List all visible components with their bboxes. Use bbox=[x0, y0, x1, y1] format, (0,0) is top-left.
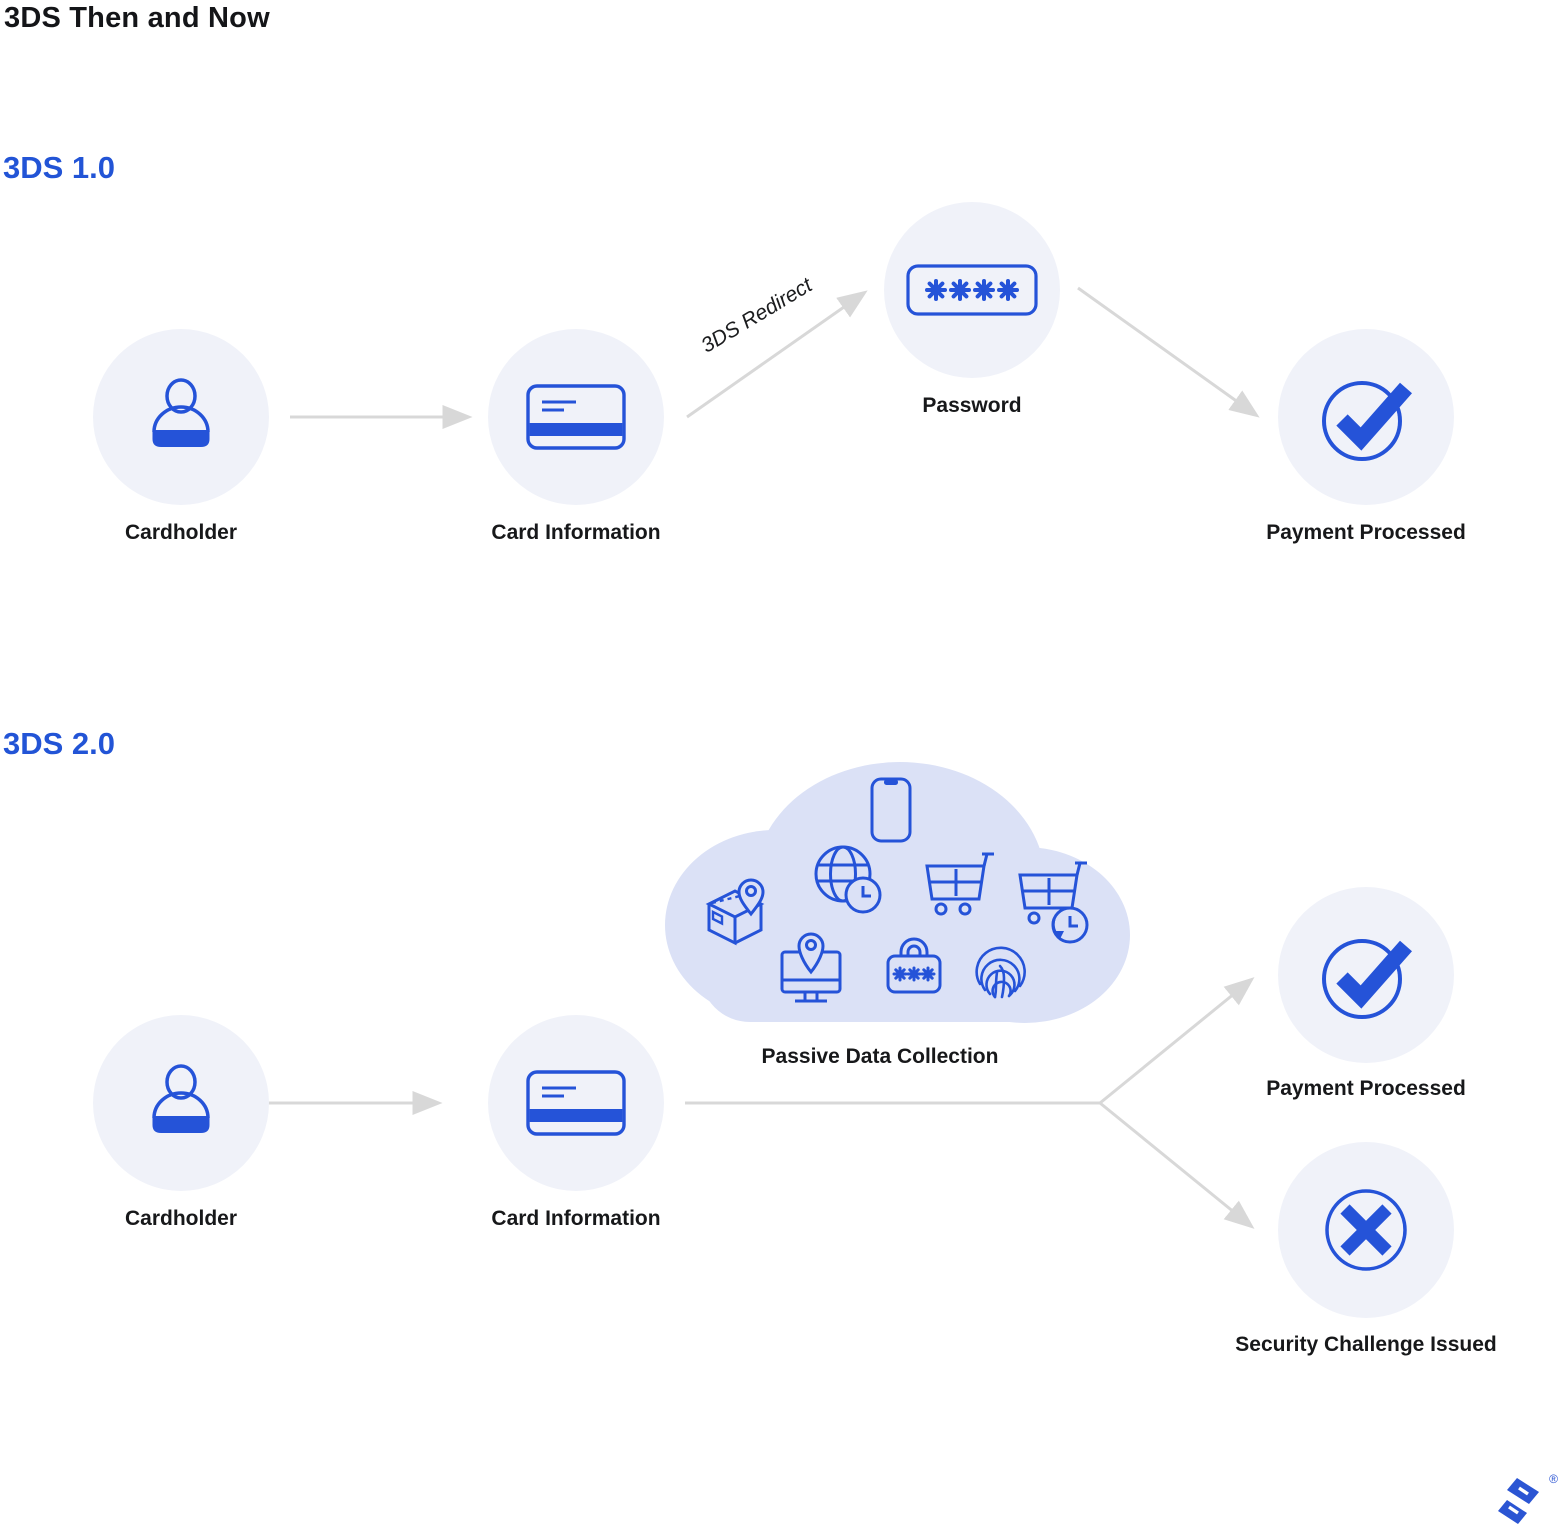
node-card-information-v1 bbox=[488, 329, 664, 505]
label-payment-processed-v2: Payment Processed bbox=[1266, 1077, 1466, 1100]
toptal-logo: ® bbox=[1494, 1472, 1558, 1530]
fingerprint-icon bbox=[975, 946, 1026, 999]
package-location-icon bbox=[705, 878, 765, 946]
label-card-information-v2: Card Information bbox=[491, 1207, 661, 1230]
node-payment-processed-v1 bbox=[1278, 329, 1454, 505]
label-payment-processed-v1: Payment Processed bbox=[1266, 521, 1466, 544]
page-title: 3DS Then and Now bbox=[4, 2, 270, 34]
password-field-icon bbox=[906, 264, 1038, 316]
check-circle-icon bbox=[1322, 939, 1412, 1019]
node-security-challenge bbox=[1278, 1142, 1454, 1318]
cart-history-clock-icon bbox=[1018, 861, 1089, 944]
node-cardholder-v2 bbox=[93, 1015, 269, 1191]
node-card-information-v2 bbox=[488, 1015, 664, 1191]
person-icon bbox=[152, 378, 210, 447]
node-payment-processed-v2 bbox=[1278, 887, 1454, 1063]
monitor-location-icon bbox=[780, 932, 842, 1003]
credit-card-icon bbox=[526, 1070, 626, 1136]
passive-data-cloud bbox=[665, 762, 1130, 1023]
check-circle-icon bbox=[1322, 381, 1412, 461]
section-heading-3ds-1: 3DS 1.0 bbox=[3, 150, 116, 185]
label-security-challenge: Security Challenge Issued bbox=[1235, 1333, 1497, 1356]
node-cardholder-v1 bbox=[93, 329, 269, 505]
x-circle-icon bbox=[1325, 1189, 1407, 1271]
smartphone-icon bbox=[870, 777, 912, 843]
password-lock-icon bbox=[886, 937, 942, 994]
credit-card-icon bbox=[526, 384, 626, 450]
label-password: Password bbox=[922, 394, 1022, 417]
label-cardholder-v1: Cardholder bbox=[124, 521, 237, 544]
globe-clock-icon bbox=[814, 845, 882, 914]
label-card-information-v1: Card Information bbox=[491, 521, 661, 544]
label-cardholder-v2: Cardholder bbox=[124, 1207, 237, 1230]
section-heading-3ds-2: 3DS 2.0 bbox=[3, 726, 116, 761]
node-password bbox=[884, 202, 1060, 378]
shopping-cart-icon bbox=[925, 852, 994, 916]
label-passive-data-collection: Passive Data Collection bbox=[761, 1045, 999, 1068]
person-icon bbox=[152, 1064, 210, 1133]
registered-mark: ® bbox=[1549, 1472, 1558, 1486]
